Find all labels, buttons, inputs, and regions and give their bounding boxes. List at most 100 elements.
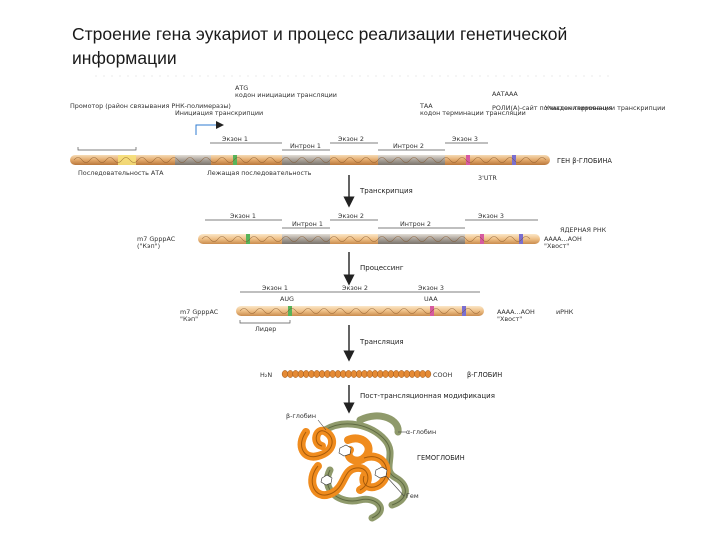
gene-intron2-label: Интрон 2 [393,142,424,150]
atg-label: АТG [235,84,248,92]
amino-acid-bead [398,370,405,378]
gene-row: АТG кодон инициации трансляции Промотор … [70,84,665,182]
mrna-exon1-label: Экзон 1 [262,284,288,292]
mrna-row: Экзон 1 Экзон 2 Экзон 3 AUG UAA Лидер m7… [180,284,574,333]
gene-taa-mark [466,155,470,165]
pre-cap-note: ("Кэп") [137,242,160,250]
amino-acid-bead [393,370,400,378]
amino-acid-bead [366,370,373,378]
gene-intron1-label: Интрон 1 [290,142,321,150]
amino-acid-bead [292,370,299,378]
gene-exon3-label: Экзон 3 [452,135,478,143]
amino-acid-bead [318,370,326,378]
pre-polya-mark [519,234,523,244]
alpha-globin-outline [324,423,406,519]
amino-acid-bead [408,370,416,378]
promoter-bracket [77,147,137,151]
amino-acid-bead [281,370,289,378]
amino-acid-bead [403,370,410,378]
pre-exon3-label: Экзон 3 [478,212,504,220]
pre-intron1-label: Интрон 1 [292,220,323,228]
mrna-cap-note: "Кэп" [180,315,198,323]
utr-label: 3'UTR [478,174,497,182]
mrna-exon3-label: Экзон 3 [418,284,444,292]
mrna-helix [239,308,481,314]
mrna-tail-note: "Хвост" [497,315,522,323]
amino-acid-bead [371,370,379,378]
leader-label: Лидер [255,325,276,333]
ptm-step: Пост-трансляционная модификация [360,392,495,400]
page-title: Строение гена эукариот и процесс реализа… [72,24,568,68]
mrna-uaa-label: UAA [424,295,438,303]
leader-bracket [239,320,291,324]
pre-tail-label: АААА...АОН [544,235,582,243]
termination-site-label: Участок терминации транскрипции [545,104,665,112]
amino-acid-bead [340,370,347,378]
aataaa-label: ААТААА [492,90,518,98]
preceding-label: Последовательность АТА [78,169,164,177]
protein-bead-chain [281,370,432,378]
gene-intron2-segment [378,155,445,165]
gene-promoter-box [118,155,136,165]
protein-row: H₂N COOH β-ГЛОБИН [260,370,502,379]
gene-name: ГЕН β-ГЛОБИНА [557,157,612,165]
pre-cap-label: m7 GpppAC [137,235,176,243]
amino-acid-bead [324,370,331,378]
mrna-aug-mark [288,306,292,316]
pre-aug-mark [246,234,250,244]
amino-acid-bead [345,370,352,378]
amino-acid-bead [329,370,336,378]
amino-acid-bead [350,370,358,378]
amino-acid-bead [287,370,294,378]
beta-globin-chains [297,426,391,500]
pre-tail-note: "Хвост" [544,242,569,250]
beta-globin-outline [301,430,387,496]
amino-acid-bead [308,370,315,378]
heme-leader-line [385,475,405,497]
hemoglobin-name: ГЕМОГЛОБИН [417,454,465,462]
transcription-step: Транскрипция [359,187,413,195]
initiation-arrow [195,121,224,135]
initiation-label: Инициация транскрипции [175,109,263,117]
amino-acid-bead [356,370,363,378]
amino-acid-bead [414,370,421,378]
pre-intron2-label: Интрон 2 [400,220,431,228]
gene-exon2-label: Экзон 2 [338,135,364,143]
amino-acid-bead [377,370,384,378]
pre-exon2-label: Экзон 2 [338,212,364,220]
alpha-globin-label: α-глобин [406,428,436,436]
protein-name: β-ГЛОБИН [467,371,502,379]
polya-signal-label: РОЛИ(А)-сайт полиаденилирования [492,104,613,112]
amino-acid-bead [297,370,305,378]
beta-leader-line [317,419,327,431]
taa-caption: кодон терминации трансляции [420,109,526,117]
amino-acid-bead [303,370,310,378]
amino-acid-bead [361,370,368,378]
hemoglobin-structure: β-глобин α-глобин ГЕМОГЛОБИН Гем [286,412,465,522]
beta-globin-label: β-глобин [286,412,316,420]
processing-step: Процессинг [360,264,404,272]
gene-upstream-region [175,155,211,165]
pre-intron2-segment [378,234,465,244]
gene-atg-mark [233,155,237,165]
promoter-label: Промотор (район связывания РНК-полимераз… [70,102,231,110]
amino-acid-bead [334,370,342,378]
amino-acid-bead [419,370,426,378]
amino-acid-bead [382,370,389,378]
pre-mrna-name: ЯДЕРНАЯ РНК [560,226,607,234]
heme-groups [320,444,388,486]
following-label: Лежащая последовательность [207,169,312,177]
amino-acid-bead [313,370,320,378]
mrna-exon2-label: Экзон 2 [342,284,368,292]
protein-c-terminus: COOH [433,371,453,379]
atg-caption: кодон инициации трансляции [235,91,337,99]
amino-acid-bead [387,370,395,378]
mrna-tail-label: АААА...АОН [497,308,535,316]
mrna-cap-label: m7 GpppAC [180,308,219,316]
mrna-name: иРНК [556,308,574,316]
pre-mrna-helix [201,236,531,242]
pre-mrna-row: Экзон 1 Интрон 1 Экзон 2 Интрон 2 Экзон … [137,212,607,250]
amino-acid-bead [424,370,432,378]
protein-n-terminus: H₂N [260,371,272,379]
gene-helix [73,157,547,163]
